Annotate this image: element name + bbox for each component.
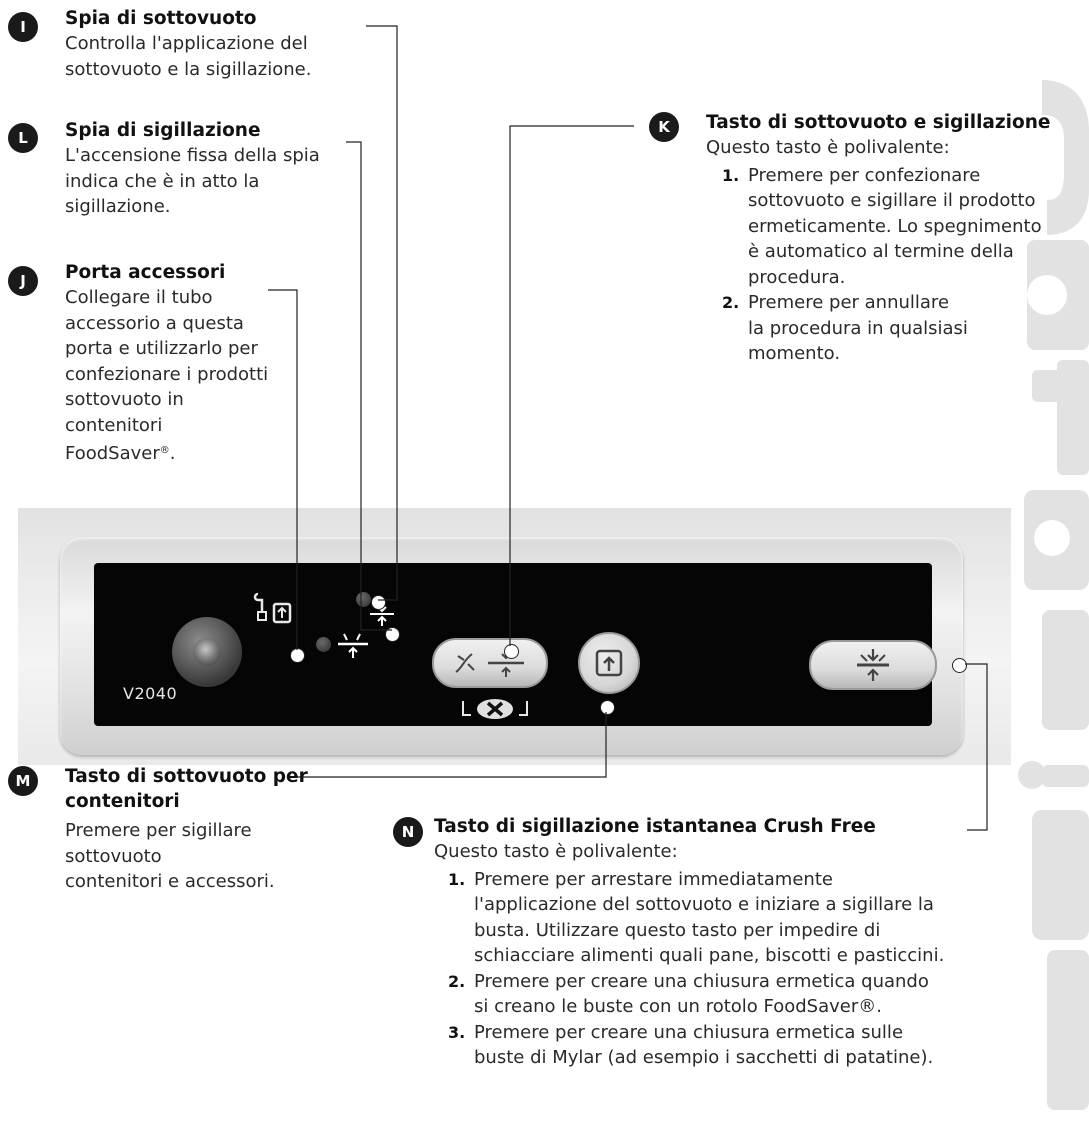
callout-title: Tasto di sottovuoto per [65,766,308,787]
callout-text: sottovuoto in [65,389,184,410]
list-item: 2. Premere per annullare la procedura in… [716,290,1050,367]
callout-title: Spia di sottovuoto [65,8,257,29]
callout-text: confezionare i prodotti [65,363,269,385]
step-line: schiacciare alimenti quali pane, biscott… [474,945,945,966]
hose-canister-icon [253,592,292,624]
canister-button[interactable] [578,632,640,694]
canister-icon [595,649,623,677]
callout-text: L'accensione fissa della spia [65,145,320,166]
step-number: 1. [448,869,466,889]
step-line: Premere per arrestare immediatamente [474,868,833,890]
callout-title: Tasto di sottovuoto e sigillazione [706,112,1051,133]
seal-led [316,637,331,652]
vacuum-seal-button[interactable] [432,638,548,688]
callout-text: sottovuoto e la sigillazione. [65,58,312,80]
step-line: Premere per annullare [748,292,950,313]
side-lettering [1002,70,1089,1124]
callout-text: porta e utilizzarlo per [65,338,258,359]
callout-marker-k [504,644,519,659]
step-line: ermeticamente. Lo spegnimento [748,215,1042,237]
callout-text: accessorio a questa [65,312,244,334]
step-line: sottovuoto e sigillare il prodotto [748,190,1036,211]
callout-text: indica che è in atto la [65,170,260,192]
list-item: 3. Premere per creare una chiusura ermet… [442,1020,944,1071]
step-line: si creano le buste con un rotolo FoodSav… [474,996,882,1017]
instant-seal-button[interactable] [809,640,937,690]
list-item: 2. Premere per creare una chiusura ermet… [442,969,944,1020]
callout-marker-i [371,595,386,610]
callout-title: Spia di sigillazione [65,120,261,141]
callout-badge: J [8,266,38,296]
callout-title: Tasto di sigillazione istantanea Crush F… [434,816,876,837]
step-line: la procedura in qualsiasi [748,317,968,339]
step-line: momento. [748,343,841,364]
callout-text: contenitori [65,414,163,436]
callout-badge: I [8,12,38,42]
step-line: Premere per creare una chiusura ermetica… [474,970,929,992]
brand-name: FoodSaver [65,443,160,464]
accessory-port-socket [193,638,221,666]
callout-text: sigillazione. [65,196,171,217]
step-line: Premere per confezionare [748,164,981,186]
step-line: buste di Mylar (ad esempio i sacchetti d… [474,1047,934,1068]
callout-text: Collegare il tubo [65,287,213,308]
callout-marker-n [952,658,967,673]
list-item: 1. Premere per confezionare sottovuoto e… [716,163,1050,291]
registered-mark: ® [159,445,170,456]
instant-seal-icon [857,649,889,681]
step-line: Premere per creare una chiusura ermetica… [474,1021,904,1043]
step-line: procedura. [748,266,846,288]
step-line: l'applicazione del sottovuoto e iniziare… [474,894,934,915]
cancel-x-icon [462,699,528,719]
callout-marker-l [385,627,400,642]
callout-title: Porta accessori [65,262,226,283]
seal-arrows-icon [338,633,368,658]
callout-badge: L [8,123,38,153]
callout-text: FoodSaver®. [65,438,268,467]
callout-intro: Questo tasto è polivalente: [706,137,950,158]
model-number: V2040 [123,684,178,703]
callout-text: contenitori e accessori. [65,871,275,892]
callout-marker-m [600,700,615,715]
list-item: 1. Premere per arrestare immediatamente … [442,867,944,969]
callout-badge: M [8,766,38,796]
callout-text: Premere per sigillare sottovuoto [65,820,252,867]
callout-title: contenitori [65,791,180,812]
step-line: busta. Utilizzare questo tasto per imped… [474,919,881,941]
step-number: 2. [448,971,466,991]
step-number: 2. [722,293,740,312]
callout-marker-j [290,648,305,663]
step-number: 1. [722,165,740,185]
step-line: è automatico al termine della [748,241,1014,262]
step-number: 3. [448,1022,466,1042]
callout-intro: Questo tasto è polivalente: [434,841,678,862]
period: . [169,443,176,464]
callout-badge: N [393,817,423,847]
callout-badge: K [649,112,679,142]
callout-text: Controlla l'applicazione del [65,33,308,54]
